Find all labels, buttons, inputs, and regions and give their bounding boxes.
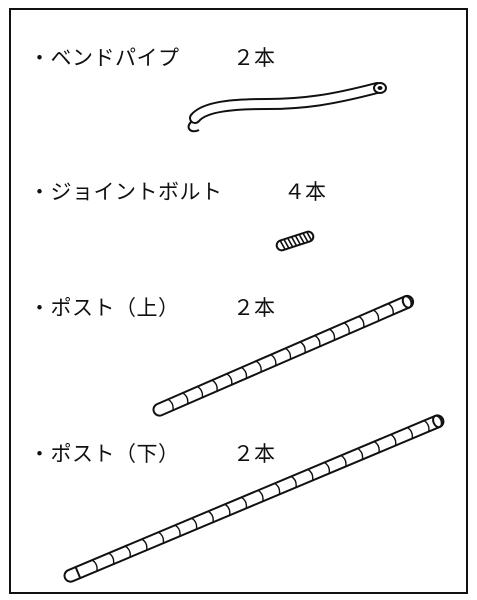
item-qty-post-upper: ２本 <box>233 296 275 320</box>
joint-bolt-icon <box>275 230 315 252</box>
post-upper-icon <box>152 294 415 417</box>
item-qty-post-lower: ２本 <box>233 442 275 466</box>
bend-pipe-icon <box>187 82 387 133</box>
parts-list-frame: ・ベンドパイプ ２本 ・ジョイントボルト ４本 ・ポスト（上） ２本 ・ポスト（… <box>9 8 468 594</box>
item-name-post-lower: ・ポスト（下） <box>29 442 180 466</box>
item-name-joint-bolt: ・ジョイントボルト <box>29 180 223 204</box>
item-name-post-upper: ・ポスト（上） <box>29 296 180 320</box>
item-name-bend-pipe: ・ベンドパイプ <box>29 46 180 70</box>
post-lower-icon <box>63 414 445 583</box>
item-qty-bend-pipe: ２本 <box>233 46 275 70</box>
item-qty-joint-bolt: ４本 <box>284 180 326 204</box>
